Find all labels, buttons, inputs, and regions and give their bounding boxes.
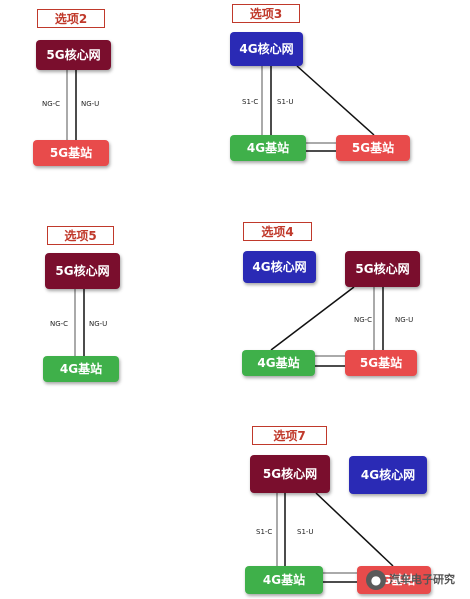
option3-4g-base-station: 4G基站 <box>230 135 306 161</box>
option4-title: 选项4 <box>243 222 312 241</box>
option5-5g-core: 5G核心网 <box>45 253 120 289</box>
option4-ng-c-label: NG-C <box>354 316 373 324</box>
option3-5g-base-station: 5G基站 <box>336 135 410 161</box>
option5-4g-base-station: 4G基站 <box>43 356 119 382</box>
option7-4g-core: 4G核心网 <box>349 456 427 494</box>
option2-ng-c-label: NG-C <box>42 100 61 108</box>
watermark-text: 汽车电子研究 <box>389 573 455 586</box>
option7-4g-base-station: 4G基站 <box>245 566 323 594</box>
option4-4g-core: 4G核心网 <box>243 251 316 283</box>
option4-5g-base-station: 5G基站 <box>345 350 417 376</box>
option4-ng-u-label: NG-U <box>395 316 414 324</box>
option5-ng-u-label: NG-U <box>89 320 108 328</box>
option4-5g-core: 5G核心网 <box>345 251 420 287</box>
option3-title: 选项3 <box>232 4 300 23</box>
chat-bubble-icon: ● <box>366 570 386 590</box>
option7-title: 选项7 <box>252 426 327 445</box>
option2-ng-u-label: NG-U <box>81 100 100 108</box>
option3-4g-core: 4G核心网 <box>230 32 303 66</box>
option2-5g-core: 5G核心网 <box>36 40 111 70</box>
option7-5g-core: 5G核心网 <box>250 455 330 493</box>
option7-s1-c-label: S1-C <box>256 528 273 536</box>
option2-title: 选项2 <box>37 9 105 28</box>
option3-s1-u-label: S1-U <box>277 98 294 106</box>
option2-5g-base-station: 5G基站 <box>33 140 109 166</box>
option5-title: 选项5 <box>47 226 114 245</box>
option5-ng-c-label: NG-C <box>50 320 69 328</box>
option3-s1-c-label: S1-C <box>242 98 259 106</box>
option4-4g-base-station: 4G基站 <box>242 350 315 376</box>
option7-s1-u-label: S1-U <box>297 528 314 536</box>
